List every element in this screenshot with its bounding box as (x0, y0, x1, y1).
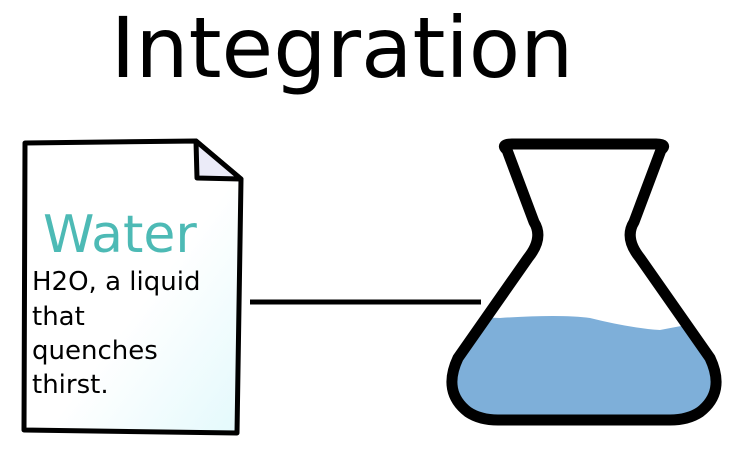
document-line-2: that (32, 302, 85, 332)
page-title: Integration (110, 0, 574, 97)
flask-icon (446, 138, 722, 426)
document-icon: Water H2O, a liquid that quenches thirst… (21, 138, 244, 436)
document-line-4: thirst. (32, 370, 109, 400)
document-line-1: H2O, a liquid (32, 267, 200, 297)
document-fold (193, 138, 244, 182)
flask-outline (446, 138, 722, 426)
flask-liquid (451, 316, 717, 420)
document-page (21, 138, 244, 436)
document-heading: Water (43, 205, 197, 265)
document-line-3: quenches (32, 336, 158, 366)
